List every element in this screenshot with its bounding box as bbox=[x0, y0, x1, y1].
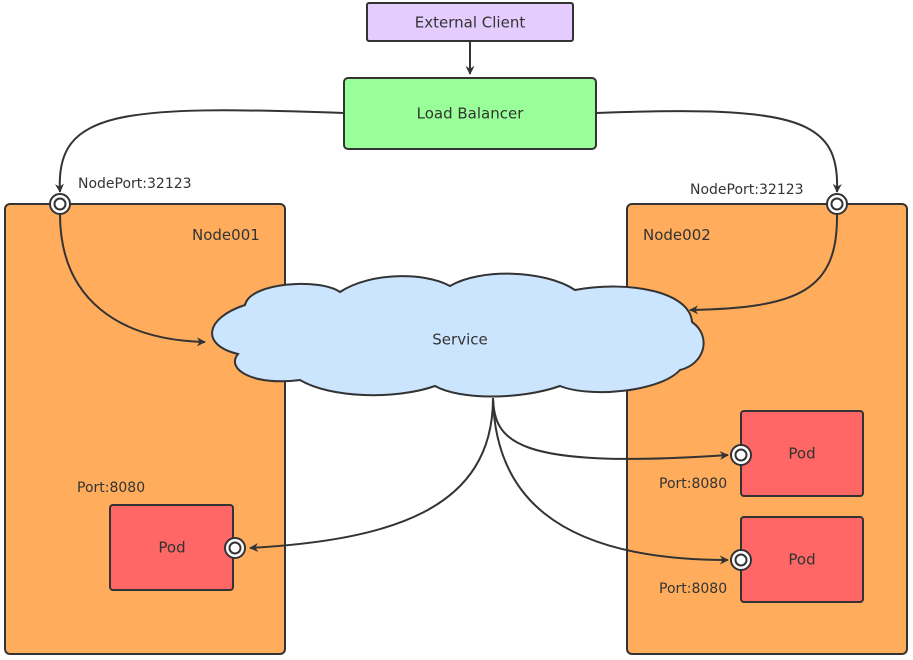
arrow-service-to-pod-002a bbox=[492, 397, 729, 461]
pod-002b-label: Pod bbox=[788, 551, 815, 569]
service: Service bbox=[211, 272, 705, 398]
arrow-balancer-to-nodeport-002 bbox=[595, 110, 842, 193]
pod-002a-port-circle bbox=[730, 444, 752, 466]
pod-002a-label: Pod bbox=[788, 445, 815, 463]
pod-001-port-label: Port:8080 bbox=[77, 480, 145, 496]
connectors bbox=[55, 41, 842, 565]
external-client-label: External Client bbox=[415, 14, 526, 32]
arrow-nodeport-002-to-service bbox=[689, 213, 839, 315]
pod-002b: Pod Port:8080 bbox=[659, 516, 864, 603]
nodeport-001-label: NodePort:32123 bbox=[78, 176, 192, 192]
pod-001-label: Pod bbox=[158, 539, 185, 557]
node-002-name: Node002 bbox=[643, 226, 711, 244]
arrow-nodeport-001-to-service bbox=[59, 213, 206, 347]
pod-001-port-circle bbox=[224, 537, 246, 559]
nodeport-002-circle bbox=[826, 193, 848, 215]
pod-002a-port-label: Port:8080 bbox=[659, 476, 727, 492]
load-balancer-label: Load Balancer bbox=[417, 105, 525, 123]
load-balancer: Load Balancer bbox=[343, 77, 597, 150]
nodeport-002-label: NodePort:32123 bbox=[690, 182, 804, 198]
arrow-balancer-to-nodeport-001 bbox=[55, 109, 345, 193]
service-label: Service bbox=[432, 331, 487, 349]
arrow-service-to-pod-002b bbox=[492, 397, 729, 565]
external-client: External Client bbox=[366, 2, 574, 42]
nodeport-001-circle bbox=[49, 193, 71, 215]
pod-002b-port-label: Port:8080 bbox=[659, 581, 727, 597]
service-cloud-shape bbox=[211, 272, 705, 398]
pod-002a: Pod Port:8080 bbox=[659, 410, 864, 497]
port-circles bbox=[49, 193, 848, 571]
load-balancer-box bbox=[343, 77, 597, 150]
pod-002b-port-circle bbox=[730, 549, 752, 571]
node-001-name: Node001 bbox=[192, 226, 260, 244]
arrow-service-to-pod-001 bbox=[249, 397, 494, 553]
pod-001: Pod Port:8080 bbox=[77, 480, 234, 591]
